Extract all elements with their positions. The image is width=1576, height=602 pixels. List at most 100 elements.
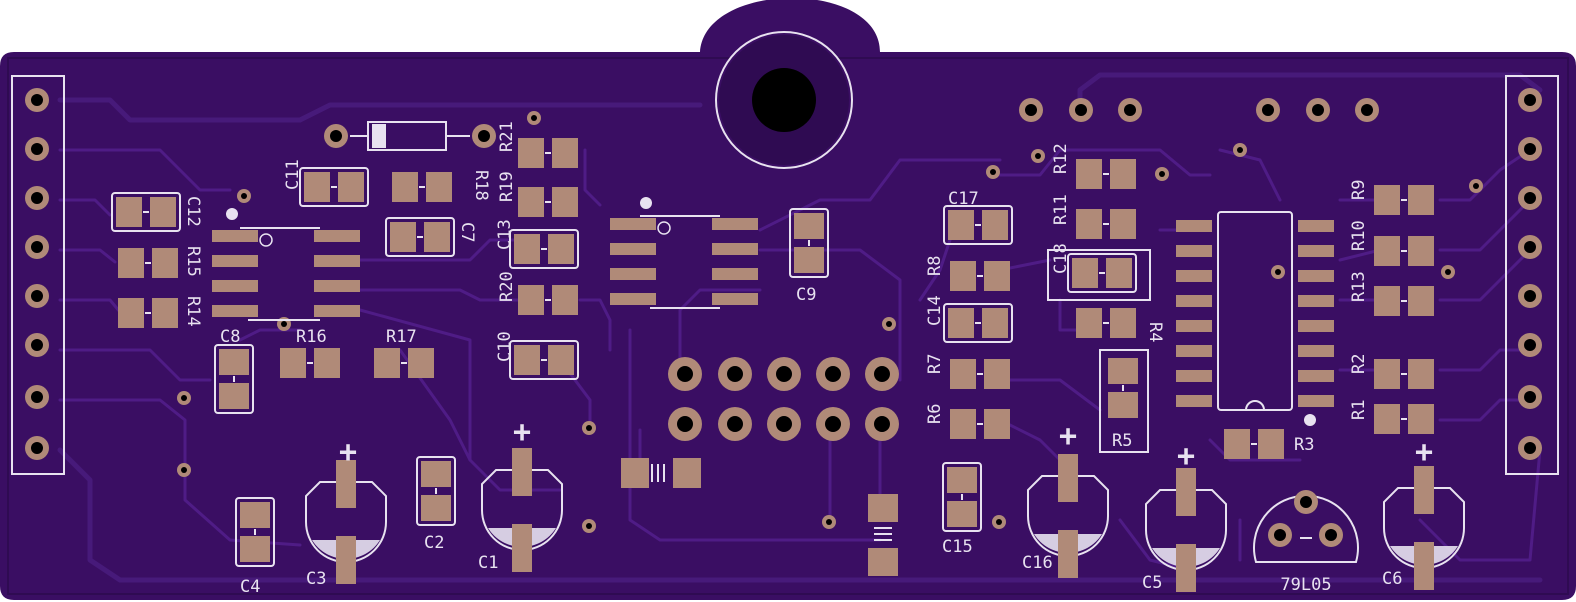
ic-u2-soic8: [610, 197, 758, 309]
label-c17: C17: [948, 189, 979, 209]
footprint-c10: [509, 340, 579, 380]
label-r20: R20: [497, 271, 517, 302]
label-c16: C16: [1022, 553, 1053, 573]
diode: [324, 121, 496, 151]
footprint-c2: [416, 456, 456, 526]
footprint-r1: [1374, 404, 1434, 434]
footprint-r10: [1374, 236, 1434, 266]
label-r9: R9: [1349, 180, 1369, 200]
footprint-r11: [1076, 209, 1136, 239]
label-c5: C5: [1142, 573, 1162, 593]
right-header-pins: [1518, 88, 1542, 460]
label-c18: C18: [1051, 243, 1071, 274]
label-plus-c16: +: [1059, 419, 1077, 454]
label-c3: C3: [306, 569, 326, 589]
footprint-r8: [950, 261, 1010, 291]
label-c8: C8: [220, 327, 240, 347]
footprint-c18: [1067, 253, 1137, 293]
label-r8: R8: [925, 256, 945, 276]
label-c4: C4: [240, 577, 260, 597]
label-c9: C9: [796, 285, 816, 305]
label-c14: C14: [925, 295, 945, 326]
label-r18: R18: [471, 170, 491, 201]
label-r11: R11: [1051, 194, 1071, 225]
label-r10: R10: [1349, 220, 1369, 251]
footprint-r17: [374, 348, 434, 378]
label-plus-c6: +: [1415, 435, 1433, 470]
label-r2: R2: [1349, 354, 1369, 374]
label-r19: R19: [497, 171, 517, 202]
footprint-r7: [950, 359, 1010, 389]
footprint-c8: [214, 344, 254, 414]
label-r5: R5: [1112, 431, 1132, 451]
label-r6: R6: [925, 404, 945, 424]
electrolytic-c1: [481, 448, 563, 572]
label-c2: C2: [424, 533, 444, 553]
label-c13: C13: [495, 219, 515, 250]
footprint-r5: [1108, 358, 1138, 418]
footprint-c11: [299, 167, 369, 207]
label-c11: C11: [283, 159, 303, 190]
ic-u1-soic8: [212, 208, 360, 321]
top-through-holes: [1019, 98, 1379, 122]
center-2x5-header: [668, 357, 899, 441]
footprint-c17: [943, 205, 1013, 245]
footprint-r21: [518, 138, 578, 168]
regulator-label: 79L05: [1280, 575, 1331, 595]
footprint-c12: [111, 192, 181, 232]
label-c12: C12: [183, 196, 203, 227]
footprint-c13: [509, 229, 579, 269]
footprint-r12: [1076, 159, 1136, 189]
footprint-r6: [950, 409, 1010, 439]
footprint-r2: [1374, 359, 1434, 389]
label-r15: R15: [183, 246, 203, 277]
footprint-r15: [118, 248, 178, 278]
electrolytic-c16: [1027, 454, 1109, 578]
label-r12: R12: [1051, 143, 1071, 174]
footprint-c14: [943, 303, 1013, 343]
footprint-r13: [1374, 286, 1434, 316]
footprint-r9: [1374, 185, 1434, 215]
electrolytic-c6: [1383, 466, 1465, 590]
footprint-c4: [235, 497, 275, 567]
label-c1: C1: [478, 553, 498, 573]
label-c7: C7: [457, 222, 477, 242]
footprint-r16: [280, 348, 340, 378]
left-header-pins: [25, 88, 49, 460]
footprint-c9: [789, 208, 829, 278]
label-c15: C15: [942, 537, 973, 557]
label-c10: C10: [495, 331, 515, 362]
label-r3: R3: [1294, 435, 1314, 455]
footprint-r19: [518, 187, 578, 217]
label-r16: R16: [296, 327, 327, 347]
label-r14: R14: [183, 296, 203, 327]
label-r21: R21: [497, 121, 517, 152]
regulator-79l05: 79L05: [1253, 490, 1359, 595]
footprint-r3: [1224, 429, 1284, 459]
label-r7: R7: [925, 354, 945, 374]
label-plus-c5: +: [1177, 439, 1195, 474]
label-r1: R1: [1349, 400, 1369, 420]
footprint-r20: [518, 285, 578, 315]
label-c6: C6: [1382, 569, 1402, 589]
electrolytic-capacitors: [305, 448, 1465, 592]
footprint-c15: [942, 462, 982, 532]
ceramic-capacitor-c-bottom: [868, 494, 898, 576]
label-plus-c3: +: [339, 435, 357, 470]
smd-passives: [111, 138, 1434, 567]
footprint-c7: [385, 217, 455, 257]
ic-u3-soic14: [1176, 211, 1334, 426]
right-pin-header: [1505, 75, 1559, 475]
label-r4: R4: [1145, 322, 1165, 342]
footprint-r14: [118, 298, 178, 328]
vias: [177, 111, 1483, 533]
label-plus-c1: +: [513, 415, 531, 450]
label-r17: R17: [386, 327, 417, 347]
ceramic-capacitor-c-mid: [621, 458, 701, 488]
label-r13: R13: [1349, 271, 1369, 302]
mounting-hole: [715, 31, 853, 169]
footprint-r18: [392, 172, 452, 202]
electrolytic-c5: [1145, 468, 1227, 592]
electrolytic-c3: [305, 460, 387, 584]
